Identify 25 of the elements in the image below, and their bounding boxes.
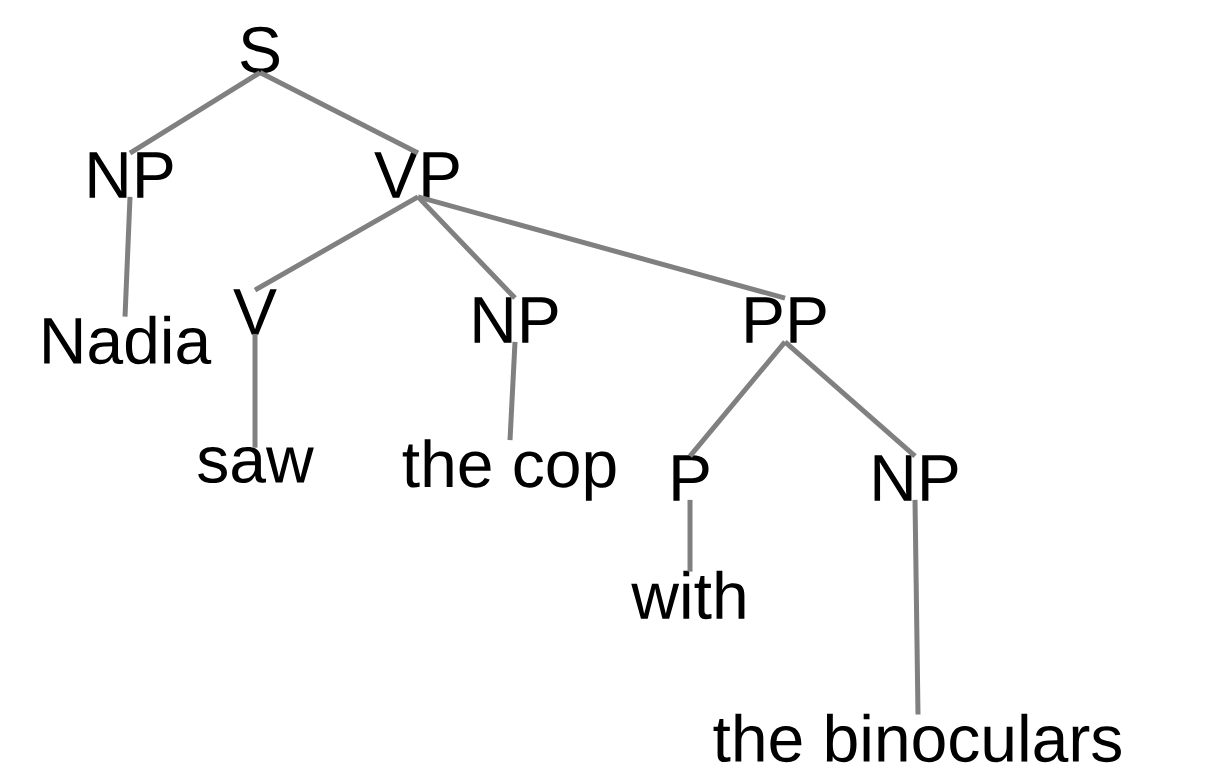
tree-branch [507,341,518,441]
tree-label: Nadia [44,315,212,365]
tree-label: P [673,455,709,501]
tree-branch [416,195,517,300]
tree-branch [417,194,786,301]
tree-branch [783,340,917,458]
tree-label: with [631,570,745,620]
tree-label: NP [474,297,558,343]
tree-branch [128,70,262,156]
tree-branch [252,333,258,448]
tree-label: PP [746,297,826,343]
tree-label: VP [374,152,459,198]
tree-branch [122,196,133,317]
tree-branch [688,340,787,458]
tree-label: saw [198,446,314,484]
tree-label: the binoculars [713,713,1121,763]
tree-branch [912,499,921,715]
tree-label: V [233,289,277,335]
tree-branch [258,70,420,156]
tree-label: S [241,26,279,74]
tree-label: the cop [402,439,616,501]
tree-label: NP [89,152,173,198]
tree-branch [687,499,693,572]
tree-branch [253,194,420,293]
tree-label: NP [874,455,958,501]
